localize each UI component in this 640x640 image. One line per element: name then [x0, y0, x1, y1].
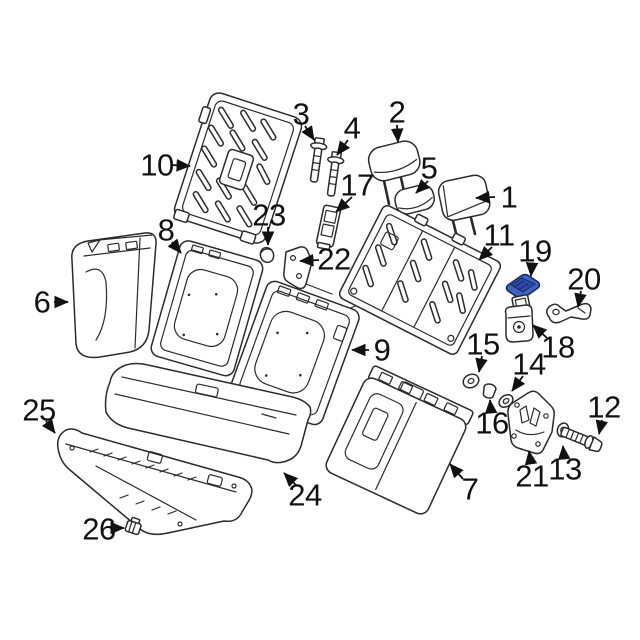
part-2-headrest	[367, 140, 421, 206]
leader-22	[299, 253, 320, 267]
part-26-clip	[124, 516, 142, 536]
part-15-washer	[462, 373, 480, 389]
callout-18: 18	[541, 329, 575, 365]
callout-21: 21	[515, 458, 549, 494]
leader-19	[525, 262, 539, 277]
leader-lines	[41, 124, 608, 535]
callout-14: 14	[512, 346, 546, 382]
leader-5	[415, 178, 431, 194]
leader-21	[524, 450, 538, 466]
leader-14	[511, 375, 526, 392]
callout-20: 20	[567, 261, 601, 297]
callout-12: 12	[587, 389, 621, 425]
leader-20	[574, 290, 587, 308]
callout-1: 1	[500, 179, 518, 215]
leader-3	[301, 125, 315, 141]
part-9-seatback-cover	[229, 280, 360, 426]
callout-2: 2	[388, 94, 406, 130]
leader-11	[478, 245, 494, 261]
part-1-headrest	[437, 174, 491, 239]
part-25-cushion-frame	[56, 428, 253, 536]
callout-23: 23	[252, 197, 286, 233]
callout-16: 16	[475, 405, 509, 441]
leader-1	[475, 190, 496, 204]
part-4-screw	[326, 151, 345, 197]
part-23-clip	[259, 246, 275, 264]
callout-4: 4	[343, 110, 361, 146]
callout-5: 5	[420, 150, 438, 186]
leader-8	[167, 238, 182, 254]
callout-7: 7	[461, 471, 479, 507]
part-24-seat-cushion	[104, 362, 312, 464]
callout-6: 6	[33, 284, 51, 320]
part-20-bracket	[546, 302, 592, 324]
callout-19: 19	[518, 233, 552, 269]
part-14-grommet	[498, 394, 514, 408]
callout-3: 3	[292, 96, 310, 132]
part-18-latch	[504, 294, 534, 343]
part-10-seatback-frame	[173, 92, 303, 245]
callout-10: 10	[140, 147, 174, 183]
leader-2	[390, 124, 404, 143]
callout-17: 17	[340, 167, 374, 203]
leader-18	[532, 324, 548, 339]
part-11-seatback-frame-large	[332, 205, 502, 355]
leader-7	[449, 463, 464, 480]
leader-17	[335, 196, 353, 213]
part-6-seatback-pad-left	[71, 232, 157, 359]
part-12-bolt	[560, 426, 603, 453]
callout-11: 11	[483, 217, 515, 253]
callout-26: 26	[82, 511, 116, 547]
leader-24	[283, 472, 299, 488]
part-19-latch-cover-highlighted[interactable]	[505, 273, 541, 300]
callout-25: 25	[22, 392, 56, 428]
part-7-seatback-pad-right	[325, 365, 474, 515]
part-3-screw	[309, 137, 328, 183]
leader-25	[41, 418, 56, 434]
part-17-guide-sleeve	[315, 204, 342, 251]
callout-22: 22	[317, 241, 351, 277]
callout-24: 24	[288, 477, 322, 513]
leader-13	[557, 445, 571, 461]
leader-16	[484, 399, 498, 414]
callout-15: 15	[466, 326, 500, 362]
leader-4	[336, 139, 351, 156]
callout-9: 9	[373, 332, 391, 368]
part-8-seatback-cover	[150, 240, 264, 377]
part-16-cap	[482, 383, 497, 399]
callout-8: 8	[157, 212, 175, 248]
leader-12	[595, 419, 608, 435]
leader-15	[475, 355, 488, 373]
part-21-bracket-plate	[507, 390, 555, 455]
leader-10	[170, 158, 191, 172]
callout-13: 13	[548, 451, 582, 487]
